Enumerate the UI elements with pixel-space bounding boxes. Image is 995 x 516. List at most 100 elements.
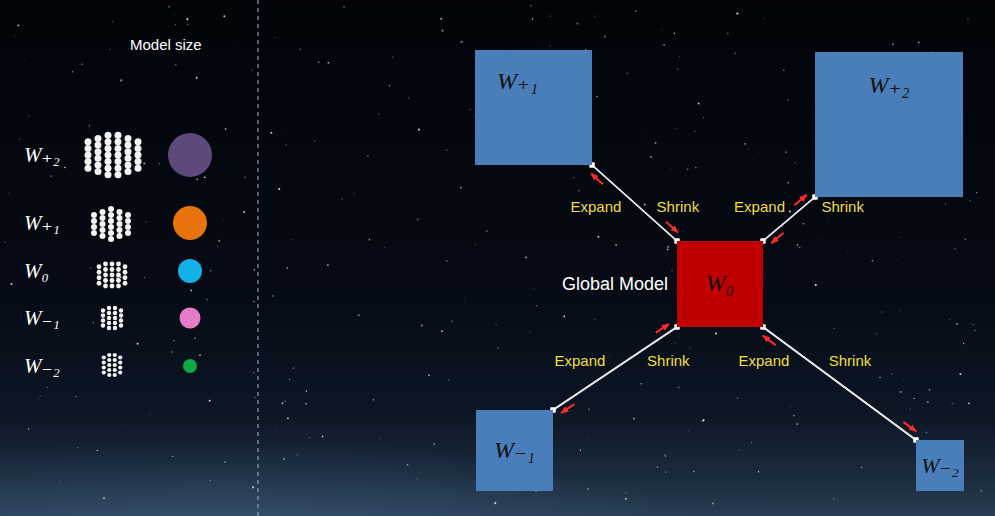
star: [833, 498, 835, 500]
star: [433, 443, 435, 445]
star: [891, 373, 892, 374]
network-neuron: [107, 326, 111, 330]
column-heading: Model size: [130, 36, 202, 53]
network-neuron: [110, 284, 115, 289]
network-neuron: [110, 278, 115, 283]
star: [945, 203, 946, 204]
star: [787, 99, 789, 101]
star: [550, 16, 551, 17]
star: [89, 125, 90, 126]
network-neuron: [117, 209, 123, 215]
star: [650, 156, 652, 158]
star: [530, 5, 532, 7]
direction-arrow: [561, 404, 574, 413]
network-neuron: [125, 168, 132, 175]
edge-label: Expand: [554, 352, 605, 369]
earth-glow: [0, 440, 740, 516]
star: [254, 269, 256, 271]
star: [974, 329, 976, 331]
star: [448, 379, 450, 381]
star: [955, 248, 956, 249]
star: [36, 465, 38, 467]
connector-line: [592, 165, 677, 241]
star: [536, 305, 537, 306]
network-neuron: [125, 142, 132, 149]
network-neuron: [103, 278, 108, 283]
star: [416, 479, 417, 480]
network-neuron: [101, 313, 105, 317]
star: [657, 466, 659, 468]
network-neuron: [105, 145, 112, 152]
network-icon: [102, 353, 123, 377]
star: [190, 289, 192, 291]
network-neuron: [100, 227, 106, 233]
star: [441, 330, 443, 332]
network-neuron: [119, 318, 123, 322]
star: [44, 401, 46, 403]
star: [389, 85, 390, 86]
size-swatch: [165, 341, 215, 391]
star: [667, 249, 669, 251]
star: [431, 290, 433, 292]
endpoint-square: [761, 325, 766, 330]
star: [442, 30, 444, 32]
star: [578, 190, 579, 191]
star: [292, 367, 294, 369]
star: [839, 117, 841, 119]
network-neuron: [113, 368, 117, 372]
network-neuron: [95, 135, 102, 142]
star: [354, 192, 356, 194]
star: [937, 92, 938, 93]
star: [918, 42, 919, 43]
star: [678, 386, 680, 388]
star: [703, 117, 704, 118]
star: [10, 283, 12, 285]
network-neuron: [95, 148, 102, 155]
star: [314, 140, 315, 141]
star: [8, 193, 9, 194]
star: [594, 318, 595, 319]
star: [796, 423, 798, 425]
star: [485, 111, 486, 112]
star: [180, 214, 181, 215]
star: [694, 131, 695, 132]
star: [908, 147, 910, 149]
star: [626, 72, 628, 74]
star: [596, 96, 598, 98]
star: [97, 450, 98, 451]
star: [785, 151, 787, 153]
star: [175, 226, 177, 228]
star: [171, 351, 173, 353]
star: [472, 115, 474, 117]
connector-line: [592, 165, 677, 241]
star: [286, 134, 288, 136]
star: [251, 69, 253, 71]
star: [196, 77, 198, 79]
stars: [4, 5, 982, 505]
star: [549, 45, 550, 46]
weight-label: W₊₂: [868, 72, 909, 100]
network-neuron: [95, 161, 102, 168]
star: [798, 98, 800, 100]
star: [495, 324, 497, 326]
network-neuron: [108, 212, 114, 218]
star: [435, 203, 437, 205]
star: [951, 65, 953, 67]
star: [573, 177, 574, 178]
star: [144, 277, 145, 278]
connector-line: [763, 197, 815, 241]
star: [799, 247, 800, 248]
star: [931, 52, 932, 53]
star: [501, 140, 503, 142]
star: [846, 252, 847, 253]
network-neuron: [91, 230, 97, 236]
network-neuron: [125, 148, 132, 155]
star: [563, 315, 565, 317]
star: [417, 219, 419, 221]
star: [677, 68, 679, 70]
network-neuron: [107, 373, 111, 377]
star: [926, 432, 928, 434]
star: [625, 492, 626, 493]
